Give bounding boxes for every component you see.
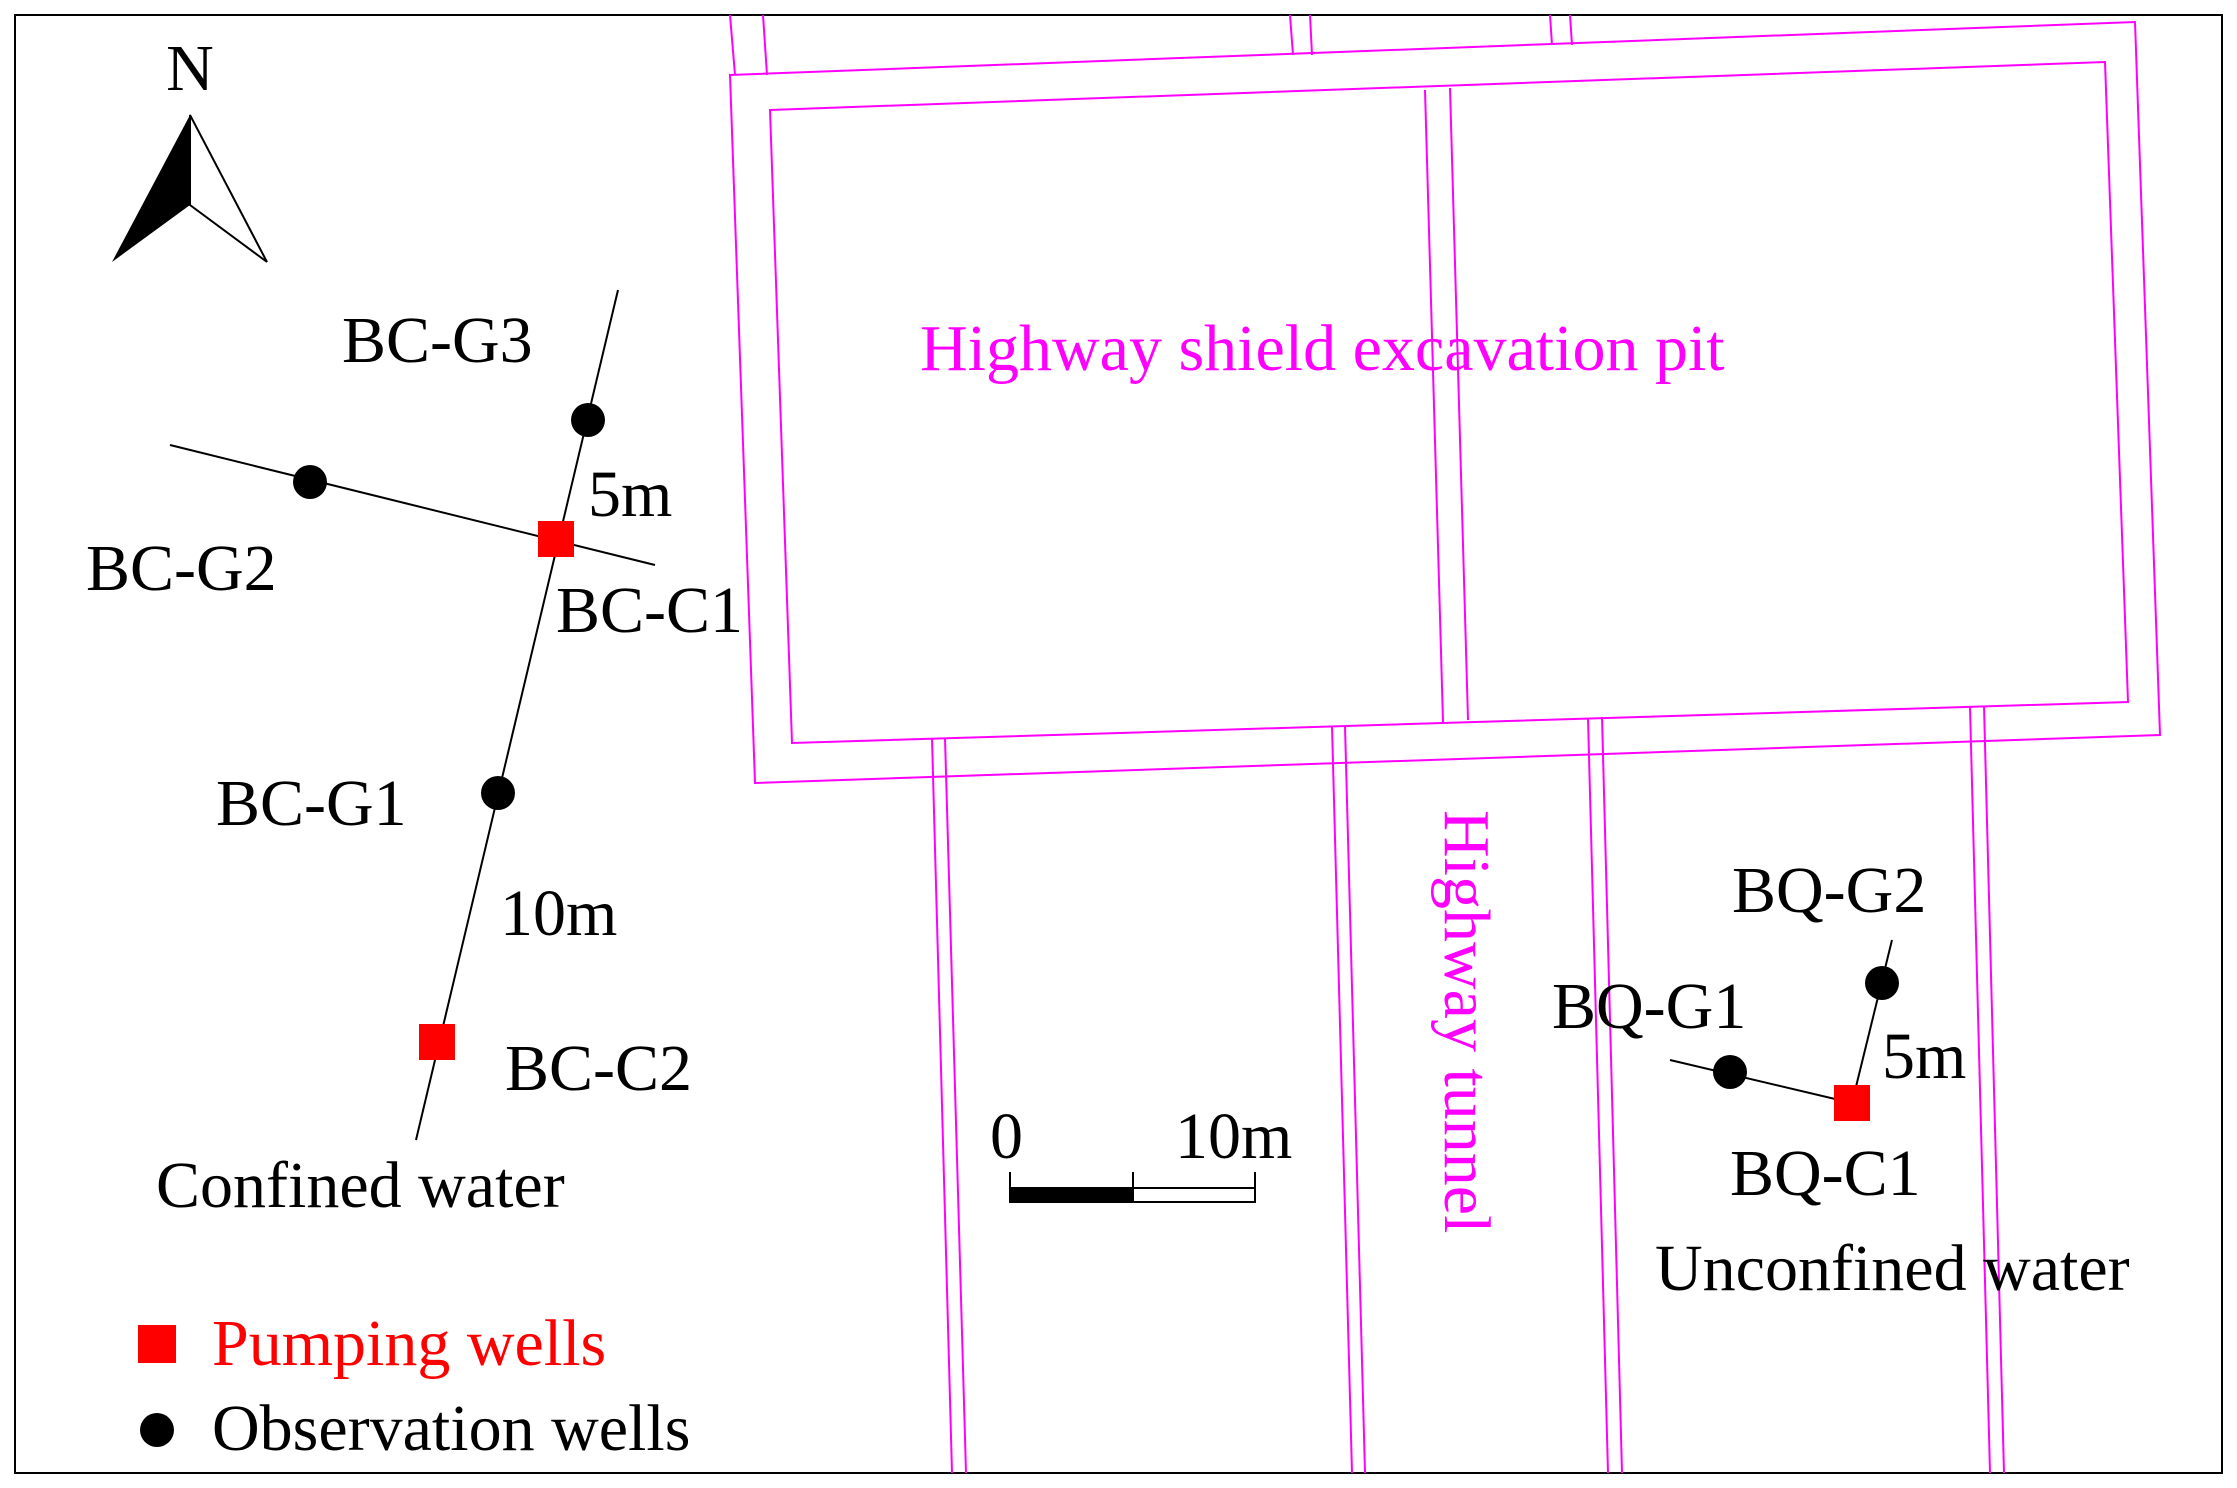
unconfined-water-label: Unconfined water bbox=[1655, 1232, 2130, 1305]
north-wall-line bbox=[762, 14, 768, 76]
confined-water-label: Confined water bbox=[156, 1149, 565, 1222]
tunnel-wall bbox=[931, 737, 953, 1474]
distance-label-10m: 10m bbox=[500, 877, 617, 950]
legend-observation-label: Observation wells bbox=[212, 1392, 690, 1465]
legend-pumping-symbol bbox=[138, 1325, 176, 1363]
well-label-bc-c2: BC-C2 bbox=[505, 1032, 692, 1105]
legend-pumping-label: Pumping wells bbox=[212, 1307, 606, 1380]
tunnel-wall bbox=[944, 737, 967, 1474]
tunnel-wall bbox=[1344, 725, 1366, 1474]
north-label: N bbox=[166, 32, 214, 105]
well-label-bc-g3: BC-G3 bbox=[342, 304, 533, 377]
distance-label-5m: 5m bbox=[588, 458, 672, 531]
scale-bar: 0 10m bbox=[990, 1100, 1292, 1203]
tunnel-wall bbox=[1601, 716, 1623, 1474]
north-wall-line bbox=[1569, 14, 1573, 46]
map-frame bbox=[14, 14, 2223, 1474]
pumping-well-marker-bq-c1 bbox=[1834, 1085, 1870, 1121]
well-label-bq-g2: BQ-G2 bbox=[1732, 854, 1926, 927]
observation-well-marker-bq-g2 bbox=[1865, 966, 1899, 1000]
north-arrow-dark-half bbox=[112, 115, 190, 262]
pit-division-wall bbox=[1424, 89, 1444, 723]
observation-well-marker-bc-g2 bbox=[293, 465, 327, 499]
scale-bar-end-label: 10m bbox=[1175, 1100, 1292, 1173]
north-wall-line bbox=[1549, 14, 1553, 46]
well-label-bc-g1: BC-G1 bbox=[216, 767, 407, 840]
tunnel-wall bbox=[1587, 717, 1609, 1474]
well-label-bq-g1: BQ-G1 bbox=[1552, 970, 1746, 1043]
confined-cross-line bbox=[169, 444, 656, 566]
unconfined-west-line bbox=[1669, 1059, 1853, 1104]
distance-label-5m-unconfined: 5m bbox=[1882, 1020, 1966, 1093]
scale-bar-filled-segment bbox=[1009, 1187, 1134, 1203]
pit-outer-outline bbox=[728, 20, 2162, 785]
north-wall-line bbox=[1309, 14, 1313, 56]
well-label-bc-c1: BC-C1 bbox=[556, 574, 743, 647]
well-label-bq-c1: BQ-C1 bbox=[1730, 1137, 1921, 1210]
pit-label: Highway shield excavation pit bbox=[920, 312, 1725, 385]
north-wall-line bbox=[1289, 14, 1294, 56]
north-arrow: N bbox=[112, 32, 268, 263]
pumping-well-marker-bc-c2 bbox=[419, 1024, 455, 1060]
structure-outlines bbox=[728, 14, 2162, 1474]
observation-well-marker-bc-g3 bbox=[571, 403, 605, 437]
pit-division-wall bbox=[1449, 87, 1469, 721]
pumping-well-marker-bc-c1 bbox=[538, 521, 574, 557]
tunnel-label: Highway tunnel bbox=[1430, 810, 1503, 1233]
legend: Pumping wells Observation wells bbox=[138, 1307, 690, 1465]
north-wall-line bbox=[729, 14, 736, 76]
observation-well-marker-bc-g1 bbox=[481, 776, 515, 810]
scale-bar-empty-segment bbox=[1132, 1187, 1256, 1203]
pit-inner-outline bbox=[768, 60, 2130, 745]
observation-well-marker-bq-g1 bbox=[1713, 1055, 1747, 1089]
tunnel-wall bbox=[1983, 705, 2005, 1474]
tunnel-wall bbox=[1331, 725, 1353, 1474]
well-label-bc-g2: BC-G2 bbox=[86, 532, 277, 605]
tunnel-wall bbox=[1969, 706, 1991, 1474]
legend-observation-symbol bbox=[140, 1413, 174, 1447]
north-arrow-light-half bbox=[189, 114, 268, 263]
scale-bar-start-label: 0 bbox=[990, 1100, 1023, 1173]
